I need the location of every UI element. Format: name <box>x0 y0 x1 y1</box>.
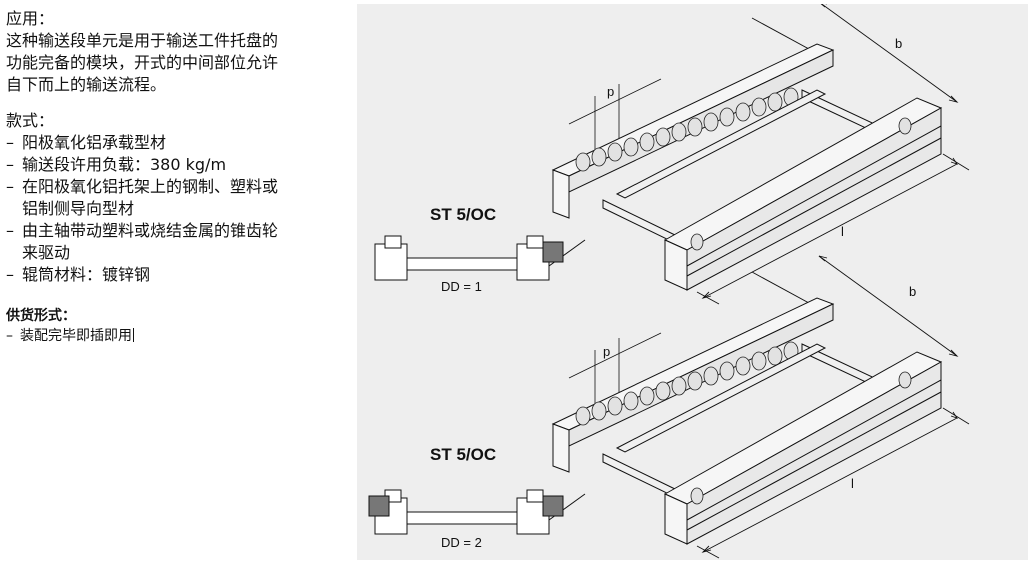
description-column: 应用： 这种输送段单元是用于输送工件托盘的 功能完备的模块，开式的中间部位允许 … <box>6 8 351 346</box>
figure-panel: ST 5/OC DD = 1 b p l ST 5/OC DD = 2 b p … <box>357 4 1028 560</box>
versions-list: –阳极氧化铝承载型材 –输送段许用负载：380 kg/m –在阳极氧化铝托架上的… <box>6 132 351 286</box>
application-line-2: 功能完备的模块，开式的中间部位允许 <box>6 53 279 72</box>
versions-item: –由主轴带动塑料或烧结金属的锥齿轮来驱动 <box>6 220 351 264</box>
bullet-dash: – <box>6 177 14 196</box>
versions-item-line: 铝制侧导向型材 <box>22 199 135 218</box>
conveyor-figures: ST 5/OC DD = 1 b p l ST 5/OC DD = 2 b p … <box>368 4 1028 560</box>
supply-item: –装配完毕即插即用 <box>6 326 351 346</box>
supply-heading: 供货形式： <box>6 308 76 324</box>
bullet-dash: – <box>6 133 14 152</box>
versions-item-line: 辊筒材料：镀锌钢 <box>22 265 151 284</box>
conveyor-figure-2: ST 5/OC DD = 2 b p l <box>368 256 969 558</box>
figure-1-dd: DD = 1 <box>441 279 482 294</box>
figure-1-model: ST 5/OC <box>430 205 496 224</box>
application-line-3: 自下而上的输送流程。 <box>6 75 167 94</box>
figure-1-dim-p: p <box>607 84 614 99</box>
figure-2-model: ST 5/OC <box>430 445 496 464</box>
versions-item: –辊筒材料：镀锌钢 <box>6 264 351 286</box>
versions-item: –阳极氧化铝承载型材 <box>6 132 351 154</box>
application-heading: 应用： <box>6 9 55 28</box>
bullet-dash: – <box>6 221 14 240</box>
text-cursor <box>133 328 134 342</box>
drive-unit-icon <box>368 495 390 517</box>
versions-item-line: 来驱动 <box>22 243 71 262</box>
figure-2-dd: DD = 2 <box>441 535 482 550</box>
versions-item: –在阳极氧化铝托架上的钢制、塑料或铝制侧导向型材 <box>6 176 351 220</box>
versions-heading: 款式： <box>6 111 55 130</box>
versions-item-line: 输送段许用负载：380 kg/m <box>22 155 227 174</box>
bullet-dash: – <box>6 328 13 344</box>
conveyor-figure-1: ST 5/OC DD = 1 b p l <box>375 4 969 304</box>
figure-2-dim-b: b <box>909 284 916 299</box>
figure-1-dim-l: l <box>841 224 844 239</box>
versions-item: –输送段许用负载：380 kg/m <box>6 154 351 176</box>
drive-unit-icon <box>542 241 564 263</box>
drive-unit-icon <box>542 495 564 517</box>
versions-item-line: 在阳极氧化铝托架上的钢制、塑料或 <box>22 177 279 196</box>
application-line-1: 这种输送段单元是用于输送工件托盘的 <box>6 31 279 50</box>
supply-item-text: 装配完毕即插即用 <box>20 328 132 344</box>
figure-1-dim-b: b <box>895 36 902 51</box>
bullet-dash: – <box>6 155 14 174</box>
figure-2-dim-l: l <box>851 476 854 491</box>
versions-item-line: 由主轴带动塑料或烧结金属的锥齿轮 <box>22 221 279 240</box>
figure-2-dim-p: p <box>603 344 610 359</box>
application-text: 这种输送段单元是用于输送工件托盘的 功能完备的模块，开式的中间部位允许 自下而上… <box>6 30 351 96</box>
versions-item-line: 阳极氧化铝承载型材 <box>22 133 167 152</box>
bullet-dash: – <box>6 265 14 284</box>
